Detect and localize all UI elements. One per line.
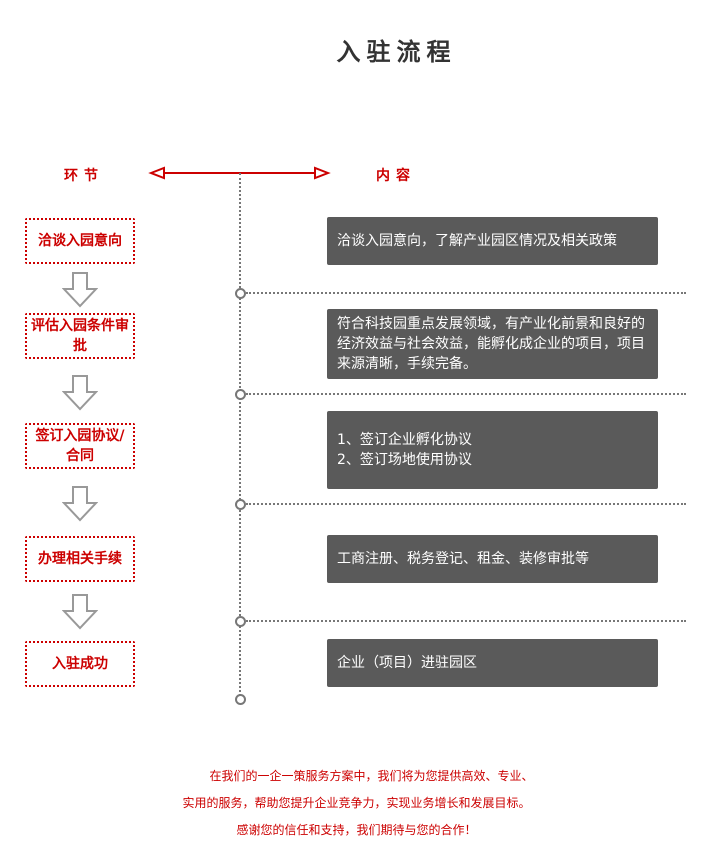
down-arrow-icon [62,375,98,411]
header-stage: 环节 [64,168,104,184]
header-content: 内容 [376,168,416,184]
divider [246,292,686,294]
content-5: 企业（项目）进驻园区 [327,639,658,687]
timeline-node [235,499,246,510]
down-arrow-icon [62,486,98,522]
divider [246,620,686,622]
divider [246,503,686,505]
down-arrow-icon [62,594,98,630]
step-2: 评估入园条件审批 [25,313,135,359]
content-1: 洽谈入园意向，了解产业园区情况及相关政策 [327,217,658,265]
divider [246,393,686,395]
footer-line-3: 感谢您的信任和支持，我们期待与您的合作！ [236,823,477,837]
page-title: 入驻流程 [336,38,457,66]
content-4: 工商注册、税务登记、租金、装修审批等 [327,535,658,583]
content-3: 1、签订企业孵化协议 2、签订场地使用协议 [327,411,658,489]
step-4: 办理相关手续 [25,536,135,582]
step-1: 洽谈入园意向 [25,218,135,264]
step-3: 签订入园协议/合同 [25,423,135,469]
content-2: 符合科技园重点发展领域，有产业化前景和良好的经济效益与社会效益，能孵化成企业的项… [327,309,658,379]
timeline-node [235,389,246,400]
down-arrow-icon [62,272,98,308]
timeline-line [239,173,241,700]
step-5: 入驻成功 [25,641,135,687]
timeline-node [235,616,246,627]
footer-line-1: 在我们的一企一策服务方案中，我们将为您提供高效、专业、 [209,769,534,783]
footer-line-2: 实用的服务，帮助您提升企业竞争力，实现业务增长和发展目标。 [182,796,531,810]
timeline-node [235,288,246,299]
timeline-node [235,694,246,705]
